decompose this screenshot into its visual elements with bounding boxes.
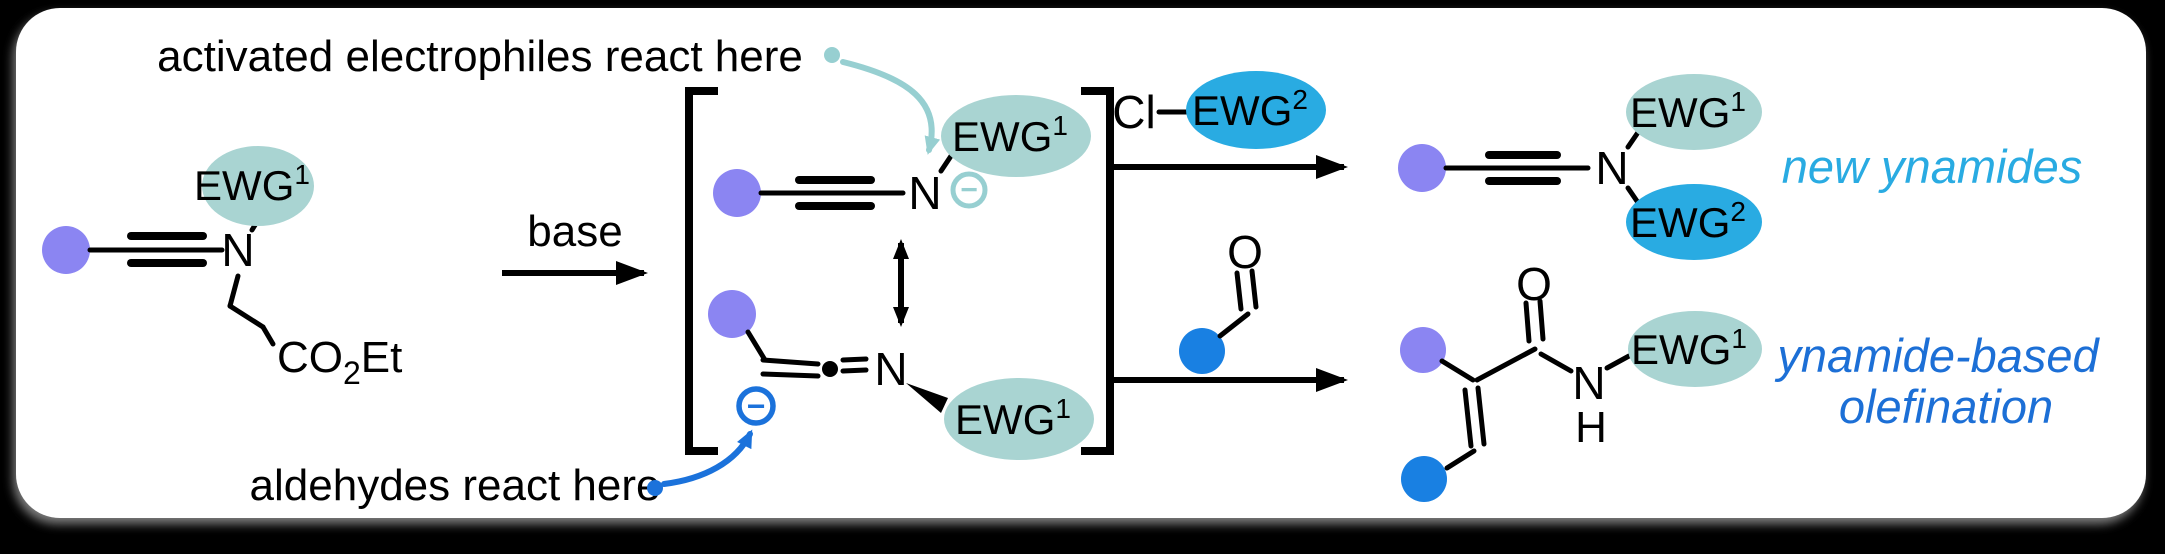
aldehyde-ball xyxy=(1179,328,1225,374)
ewg1-label: EWG1 xyxy=(952,110,1068,160)
olefination-label: ynamide-based olefination xyxy=(1774,329,2100,433)
annotation-electrophiles-arrow xyxy=(840,59,941,155)
annotation-electrophiles: activated electrophiles react here xyxy=(157,32,941,155)
h-atom: H xyxy=(1575,403,1607,452)
ewg1-badge xyxy=(1628,311,1762,387)
cl-atom: Cl xyxy=(1112,86,1155,138)
annotation-electrophiles-dot xyxy=(824,47,840,63)
annotation-aldehydes-text: aldehydes react here xyxy=(250,461,661,510)
n-charge-minus: − xyxy=(960,174,978,207)
co-double-left xyxy=(1234,270,1244,312)
resonance-brackets xyxy=(685,87,1114,455)
allene-double2-top xyxy=(840,356,869,363)
ewg1-label: EWG1 xyxy=(1631,323,1747,373)
annotation-aldehydes-dot xyxy=(647,480,663,496)
olefination-label-line2: olefination xyxy=(1839,380,2053,433)
bond xyxy=(745,329,768,363)
allene-carbon-dot xyxy=(822,361,838,377)
allene-double1-top xyxy=(760,357,821,367)
ewg1-label: EWG1 xyxy=(194,159,310,209)
ewg2-badge xyxy=(1626,184,1762,260)
resonance-n-anion: N − EWG1 xyxy=(713,95,1091,219)
bond xyxy=(1217,311,1251,339)
chain-bond-1 xyxy=(227,273,241,309)
annotation-aldehydes: aldehydes react here xyxy=(250,429,753,510)
ewg1-label: EWG1 xyxy=(1630,86,1746,136)
ewg2-badge xyxy=(1186,71,1326,149)
r-group-ball xyxy=(708,290,756,338)
pathway-electrophile: Cl EWG2 N EWG1 EWG2 new ynamides xyxy=(1112,71,2082,260)
n-atom: N xyxy=(221,224,254,276)
cc-double-left xyxy=(1462,387,1474,449)
base-step: base xyxy=(502,207,648,285)
bracket-right xyxy=(1081,87,1114,455)
co-double-right xyxy=(1537,298,1546,342)
c-charge-circle xyxy=(736,386,776,426)
chain-bond-3 xyxy=(260,324,276,347)
n-atom: N xyxy=(1595,142,1628,194)
r-group-ball xyxy=(1398,144,1446,192)
o-atom: O xyxy=(1227,226,1263,278)
ewg1-badge xyxy=(941,95,1091,177)
scheme-panel xyxy=(16,8,2146,518)
olefination-label-line1: ynamide-based xyxy=(1774,329,2100,382)
bond-n-ewg1 xyxy=(1604,353,1632,371)
ewg2-label: EWG2 xyxy=(1630,196,1746,246)
pathway-aldehyde: O O N H EWG1 ynamide-based olefination xyxy=(1112,226,2101,502)
bond-c-blueball xyxy=(1444,448,1477,471)
cc-double-right xyxy=(1475,385,1487,447)
annotation-aldehydes-arrow xyxy=(661,429,753,487)
aldehyde-ball xyxy=(1401,456,1447,502)
product-olefination: O N H EWG1 xyxy=(1400,258,1762,502)
chain-bond-2 xyxy=(227,303,266,330)
bracket-left xyxy=(685,87,718,455)
n-atom: N xyxy=(1572,357,1605,409)
ewg1-badge xyxy=(202,146,314,226)
ewg1-badge xyxy=(944,378,1094,460)
ester-label: CO2Et xyxy=(277,333,402,391)
co-double-right xyxy=(1249,268,1259,310)
n-atom: N xyxy=(908,167,941,219)
r-group-ball xyxy=(1400,327,1446,373)
bond-c-carbonyl xyxy=(1474,346,1538,383)
allene-double1-bottom xyxy=(760,371,821,379)
co-double-left xyxy=(1523,300,1532,344)
allene-double2-bottom xyxy=(840,367,869,374)
c-charge-minus: − xyxy=(747,388,766,424)
r-group-ball xyxy=(713,169,761,217)
n-charge-circle xyxy=(950,171,988,209)
ewg1-label: EWG1 xyxy=(955,393,1071,443)
n-atom: N xyxy=(874,343,907,395)
starting-ynamide: N EWG1 CO2Et xyxy=(42,146,402,391)
ewg2-label: EWG2 xyxy=(1192,84,1308,134)
wedge-bond-n-ewg1 xyxy=(906,383,948,413)
r-group-ball xyxy=(42,226,90,274)
annotation-electrophiles-text: activated electrophiles react here xyxy=(157,32,803,81)
base-label: base xyxy=(527,207,622,256)
ewg1-badge xyxy=(1626,74,1762,150)
new-ynamides-label: new ynamides xyxy=(1782,140,2082,193)
resonance-c-anion: N EWG1 − xyxy=(708,290,1094,460)
product-new-ynamide: N EWG1 EWG2 xyxy=(1398,74,1762,260)
bond-carbonyl-n xyxy=(1538,351,1574,374)
bond-ball-c xyxy=(1439,358,1476,383)
o-atom: O xyxy=(1516,258,1552,310)
aldehyde-reagent: O xyxy=(1179,226,1263,374)
